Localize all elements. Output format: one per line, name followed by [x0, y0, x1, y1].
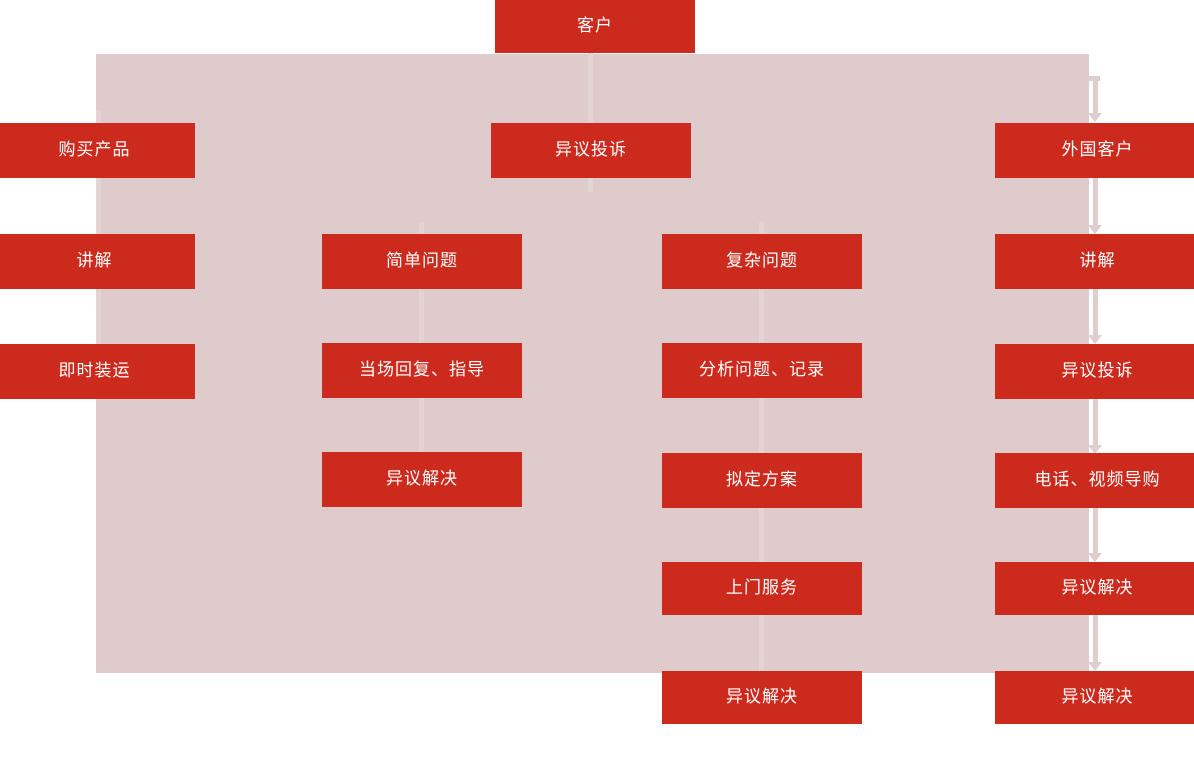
node-label: 异议投诉: [1061, 361, 1134, 381]
connector-tick: [96, 289, 101, 344]
arrow-line: [1093, 76, 1098, 113]
connector-tick: [588, 178, 593, 192]
connector-tick: [759, 398, 764, 453]
connector-tick: [759, 508, 764, 562]
node-purchase-product[interactable]: 购买产品: [0, 123, 195, 178]
arrow-head: [1088, 662, 1102, 671]
node-objection-complaint-top[interactable]: 异议投诉: [491, 123, 691, 178]
node-objection-resolved-col4-a[interactable]: 异议解决: [995, 562, 1194, 615]
node-complex-problem[interactable]: 复杂问题: [662, 234, 862, 289]
node-explain-right[interactable]: 讲解: [995, 234, 1194, 289]
node-objection-resolved-col4-b[interactable]: 异议解决: [995, 671, 1194, 724]
node-label: 分析问题、记录: [699, 360, 825, 380]
node-objection-complaint-right[interactable]: 异议投诉: [995, 344, 1194, 399]
arrow-line: [1093, 289, 1098, 335]
node-label: 简单问题: [386, 251, 458, 271]
arrow-head: [1088, 445, 1102, 454]
node-label: 购买产品: [58, 140, 131, 160]
node-onsite-service[interactable]: 上门服务: [662, 562, 862, 615]
node-explain-left[interactable]: 讲解: [0, 234, 195, 289]
arrow-head: [1088, 335, 1102, 344]
connector-tick: [419, 398, 424, 452]
arrow-line: [1093, 615, 1098, 662]
node-label: 拟定方案: [726, 470, 798, 490]
arrow-head: [1088, 553, 1102, 562]
arrow-head: [1088, 225, 1102, 234]
node-label: 讲解: [1079, 251, 1116, 271]
connector-tick: [759, 222, 764, 234]
connector-tick: [419, 222, 424, 234]
arrow-line: [1093, 178, 1098, 225]
node-instant-shipment[interactable]: 即时装运: [0, 344, 195, 399]
node-label: 客户: [577, 16, 613, 36]
node-label: 异议投诉: [555, 140, 627, 160]
connector-tick: [419, 289, 424, 343]
node-simple-problem[interactable]: 简单问题: [322, 234, 522, 289]
arrow-line: [1093, 508, 1098, 553]
node-label: 当场回复、指导: [359, 360, 485, 380]
node-onsite-reply-guidance[interactable]: 当场回复、指导: [322, 343, 522, 398]
node-label: 异议解决: [726, 687, 798, 707]
node-foreign-customer[interactable]: 外国客户: [995, 123, 1194, 178]
node-label: 异议解决: [1061, 578, 1134, 598]
arrow-line: [1093, 399, 1098, 445]
connector-tick: [759, 615, 764, 671]
node-label: 即时装运: [58, 361, 131, 381]
connector-tick: [759, 289, 764, 343]
node-analyze-record[interactable]: 分析问题、记录: [662, 343, 862, 398]
node-label: 异议解决: [386, 469, 458, 489]
node-label: 外国客户: [1061, 140, 1134, 160]
node-label: 电话、视频导购: [1034, 470, 1161, 490]
node-customer[interactable]: 客户: [495, 0, 695, 53]
node-label: 讲解: [76, 251, 113, 271]
node-label: 复杂问题: [726, 251, 798, 271]
node-objection-resolved-col3[interactable]: 异议解决: [662, 671, 862, 724]
arrow-head: [1088, 113, 1102, 122]
connector-tick: [588, 53, 593, 123]
connector-tick: [96, 111, 101, 123]
connector-tick: [96, 178, 101, 234]
node-label: 异议解决: [1061, 687, 1134, 707]
node-phone-video-shopping-guide[interactable]: 电话、视频导购: [995, 453, 1194, 508]
node-draft-plan[interactable]: 拟定方案: [662, 453, 862, 508]
node-label: 上门服务: [726, 578, 798, 598]
node-objection-resolved-col2[interactable]: 异议解决: [322, 452, 522, 507]
